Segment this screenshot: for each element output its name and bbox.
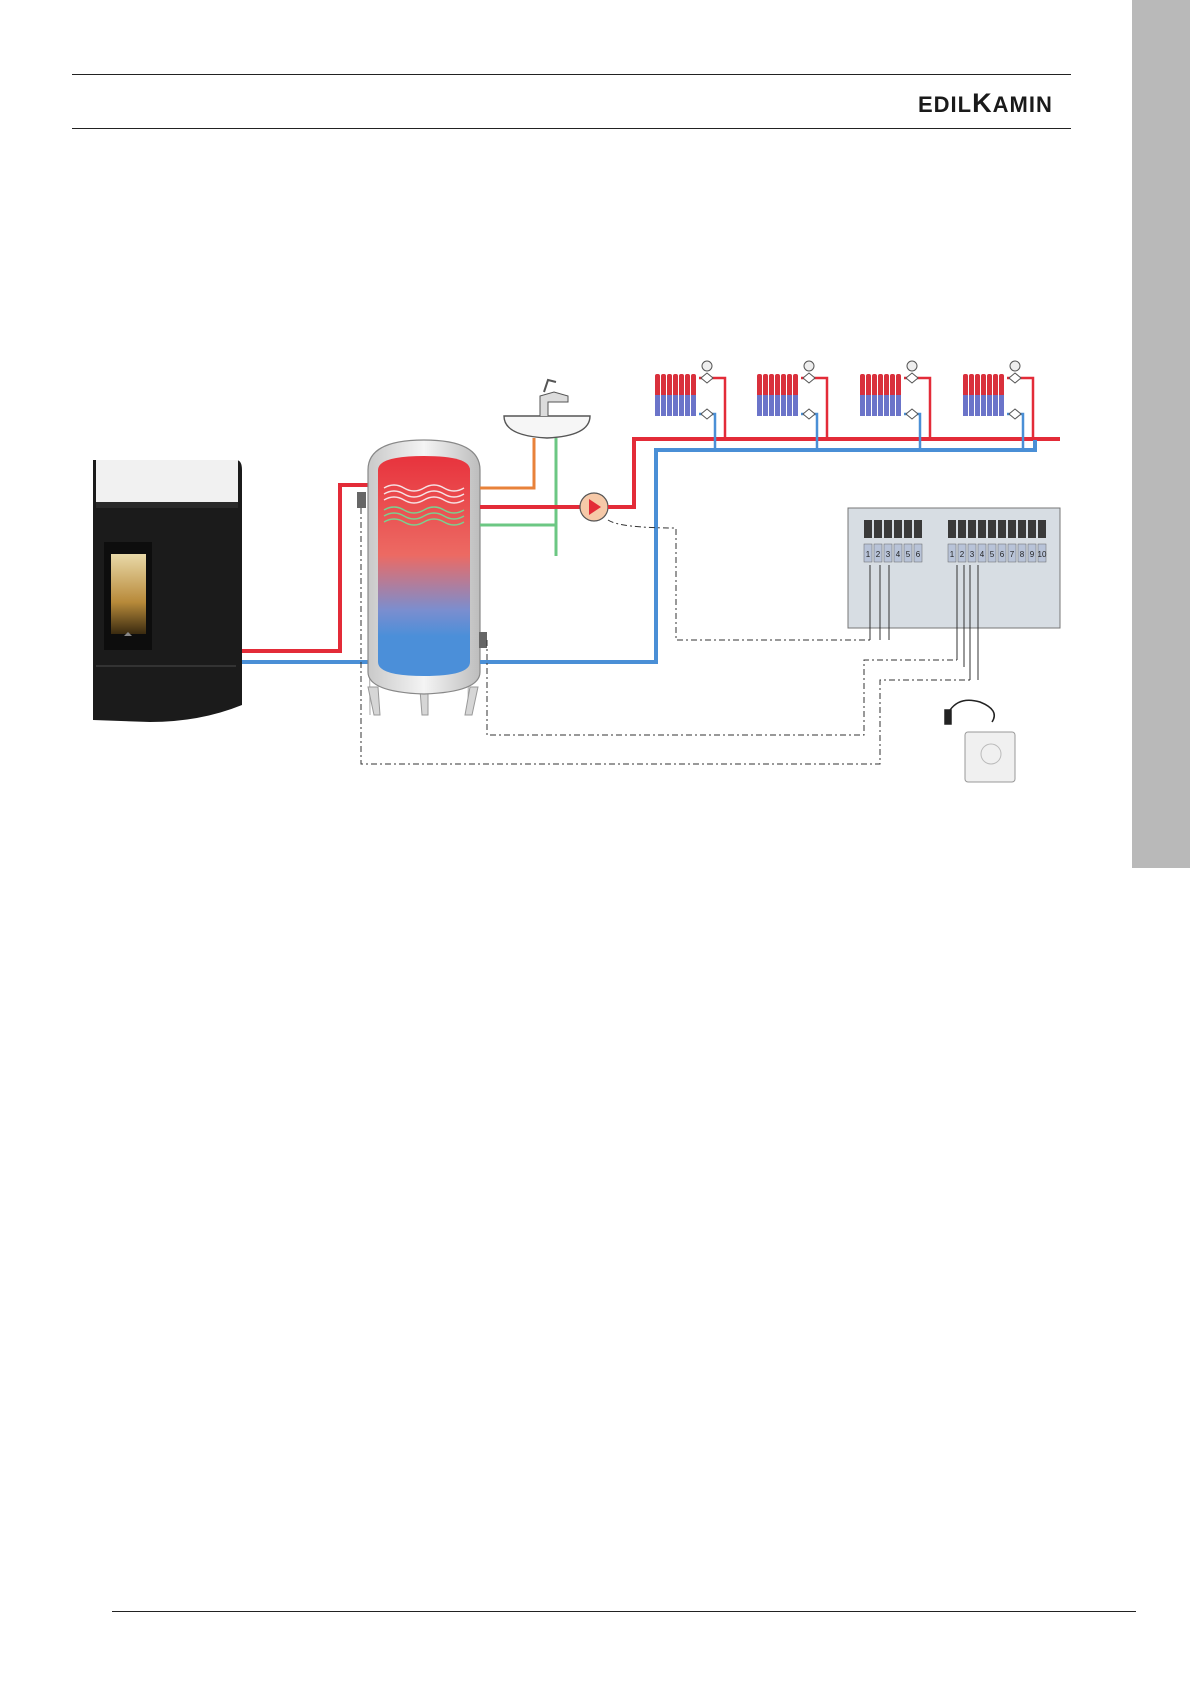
radiator-element-lower [987, 395, 992, 416]
radiator-element-lower [872, 395, 877, 416]
terminal-screw [1018, 520, 1026, 538]
terminal-number: 6 [916, 550, 921, 559]
terminal-number: 1 [950, 550, 955, 559]
thermostatic-valve-head [907, 361, 917, 371]
radiator-element-lower [860, 395, 865, 416]
stove-pipes [242, 485, 372, 662]
terminal-number: 2 [876, 550, 881, 559]
radiator-supply [904, 378, 930, 439]
thermostatic-valve-head [1010, 361, 1020, 371]
terminal-number: 5 [990, 550, 995, 559]
radiator-element-lower [878, 395, 883, 416]
terminal-number: 4 [896, 550, 901, 559]
radiator-element-lower [691, 395, 696, 416]
terminal-screw [874, 520, 882, 538]
radiator [860, 361, 930, 450]
valve [701, 373, 713, 383]
radiator-supply [699, 378, 725, 439]
terminal-number: 10 [1038, 550, 1047, 559]
radiator-element-lower [981, 395, 986, 416]
terminal-number: 1 [866, 550, 871, 559]
terminal-number: 9 [1030, 550, 1035, 559]
terminal-number: 5 [906, 550, 911, 559]
puffer-tank [357, 440, 487, 715]
radiator-element-lower [679, 395, 684, 416]
radiator-element-lower [884, 395, 889, 416]
radiator-element-lower [781, 395, 786, 416]
lockshield-valve [701, 409, 713, 419]
terminal-screw [988, 520, 996, 538]
radiator-element-lower [890, 395, 895, 416]
terminal-screw [978, 520, 986, 538]
terminal-screw [904, 520, 912, 538]
radiator-element-lower [661, 395, 666, 416]
terminal-number: 4 [980, 550, 985, 559]
terminal-screw [968, 520, 976, 538]
terminal-screw [958, 520, 966, 538]
lockshield-valve [1009, 409, 1021, 419]
radiator-element-lower [667, 395, 672, 416]
terminal-screw [884, 520, 892, 538]
terminal-screw [948, 520, 956, 538]
lockshield-valve [803, 409, 815, 419]
radiator-element-lower [963, 395, 968, 416]
radiator-element-lower [655, 395, 660, 416]
sink [504, 380, 590, 438]
terminal-screw [998, 520, 1006, 538]
terminal-screw [864, 520, 872, 538]
terminal-number: 2 [960, 550, 965, 559]
radiator-element-lower [993, 395, 998, 416]
radiator-element-lower [685, 395, 690, 416]
terminal-number: 7 [1010, 550, 1015, 559]
thermostatic-valve-head [702, 361, 712, 371]
radiator-element-lower [787, 395, 792, 416]
room-thermostat [965, 732, 1015, 782]
dhw-pipes [480, 438, 556, 556]
radiator [655, 361, 725, 450]
radiator-element-lower [999, 395, 1004, 416]
radiator-element-lower [769, 395, 774, 416]
valve [906, 373, 918, 383]
terminal-screw [914, 520, 922, 538]
terminal-number: 8 [1020, 550, 1025, 559]
radiator-element-lower [763, 395, 768, 416]
radiator [963, 361, 1033, 450]
radiator-element-lower [866, 395, 871, 416]
radiator-element-lower [975, 395, 980, 416]
radiators [655, 361, 1033, 450]
radiator-element-lower [969, 395, 974, 416]
radiator-supply [1007, 378, 1033, 439]
terminal-number: 6 [1000, 550, 1005, 559]
valve [803, 373, 815, 383]
lockshield-valve [906, 409, 918, 419]
terminal-screw [1008, 520, 1016, 538]
terminal-screw [1028, 520, 1036, 538]
radiator-supply [801, 378, 827, 439]
terminal-screw [1038, 520, 1046, 538]
radiator-element-lower [673, 395, 678, 416]
thermostatic-valve-head [804, 361, 814, 371]
pellet-stove [93, 460, 242, 722]
terminal-number: 3 [970, 550, 975, 559]
terminal-screw [894, 520, 902, 538]
radiator-element-lower [793, 395, 798, 416]
radiator-element-lower [757, 395, 762, 416]
temperature-probe [945, 700, 994, 724]
valve [1009, 373, 1021, 383]
terminal-number: 3 [886, 550, 891, 559]
radiator-element-lower [775, 395, 780, 416]
radiator-element-lower [896, 395, 901, 416]
radiator [757, 361, 827, 450]
